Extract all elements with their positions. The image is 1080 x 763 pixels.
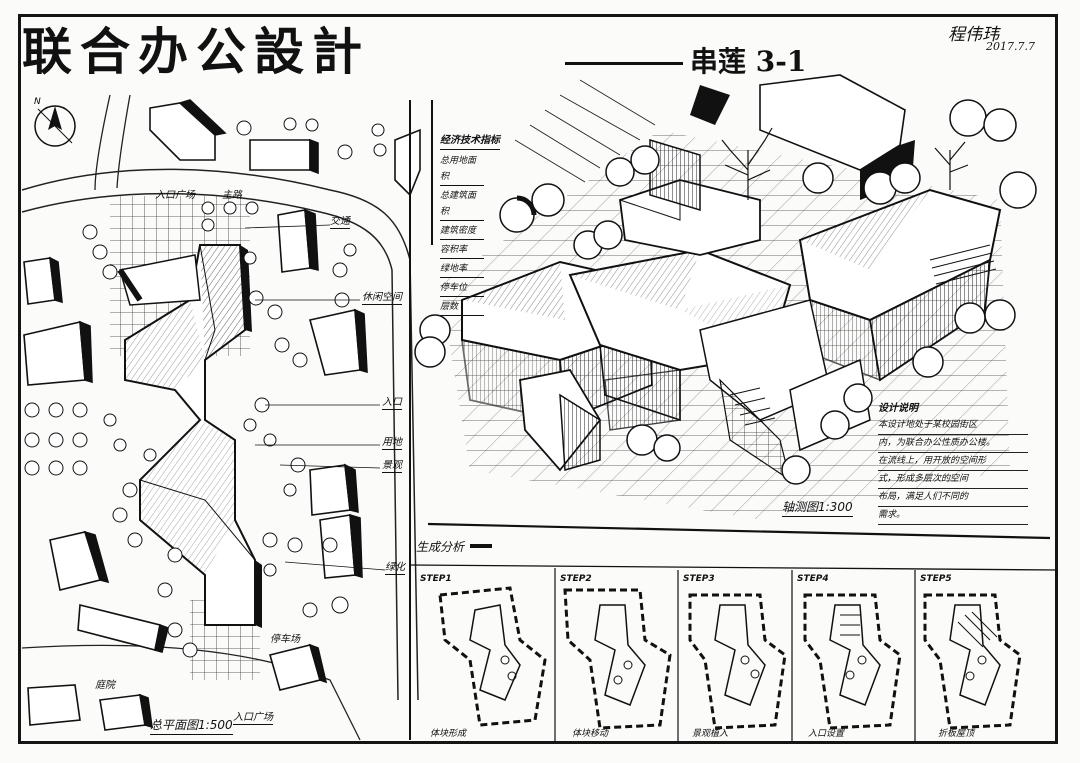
context-buildings <box>23 99 421 731</box>
plan-trees <box>24 117 387 658</box>
label-leisure: 休闲空间 <box>362 288 402 305</box>
label-entrance-bottom: 入口广场 <box>233 708 273 725</box>
design-note-line: 在流线上，用开放的空间形 <box>878 453 1028 471</box>
tech-index-item: 总建筑面积 <box>440 188 484 221</box>
site-plan: N <box>21 94 421 741</box>
step-caption: 体块移动 <box>572 729 609 739</box>
signature: 程伟玮 <box>948 25 999 45</box>
axonometric-drawing <box>414 74 1037 520</box>
label-garden: 庭院 <box>95 680 115 691</box>
tech-index-item: 总用地面积 <box>440 153 484 186</box>
north-arrow-icon <box>34 105 76 147</box>
subtitle-rule <box>565 62 683 65</box>
step-label: STEP4 <box>797 574 829 584</box>
step-label: STEP1 <box>420 574 452 584</box>
tech-index-item: 层数 <box>440 299 484 316</box>
tech-index-item: 停车位 <box>440 280 484 297</box>
board-title: 联合办公設計 <box>22 22 370 81</box>
design-note: 设计说明 本设计地处于某校园街区 内，为联合办公性质办公楼。 在流线上，用开放的… <box>878 400 1028 525</box>
site-plan-caption: 总平面图1:500 <box>150 716 233 735</box>
generation-heading: 生成分析 <box>416 540 465 554</box>
label-land: 用地 <box>382 433 402 450</box>
tech-index: 经济技术指标 总用地面积 总建筑面积 建筑密度 容积率 绿地率 停车位 层数 <box>440 133 500 318</box>
step-label: STEP5 <box>920 574 952 584</box>
signature-date: 2017.7.7 <box>986 40 1035 53</box>
design-note-line: 式，形成多层次的空间 <box>878 471 1028 489</box>
main-building-plan <box>117 244 262 628</box>
step-caption: 折板屋顶 <box>938 729 975 739</box>
step-caption: 景观植入 <box>692 729 729 739</box>
tech-index-heading: 经济技术指标 <box>440 133 500 150</box>
design-note-line: 需求。 <box>878 507 1028 525</box>
axon-caption: 轴测图1:300 <box>782 498 853 517</box>
generation-panel <box>409 522 1059 742</box>
step-caption: 入口设置 <box>808 729 845 739</box>
design-note-heading: 设计说明 <box>878 403 918 414</box>
label-green: 绿化 <box>385 558 405 575</box>
step-label: STEP3 <box>683 574 715 584</box>
label-landscape: 景观 <box>382 456 402 473</box>
site-plan-scale: 1:500 <box>198 718 233 732</box>
design-note-line: 布局，满足人们不同的 <box>878 489 1028 507</box>
axon-bare-trees <box>721 127 969 200</box>
label-main-road: 主路 <box>222 190 242 201</box>
label-entrance-top: 入口广场 <box>155 190 195 201</box>
label-entrance-2: 入口 <box>382 393 402 410</box>
tech-index-item: 绿地率 <box>440 261 484 278</box>
step-caption: 体块形成 <box>430 729 467 739</box>
tech-index-item: 建筑密度 <box>440 223 484 240</box>
label-parking: 停车场 <box>270 634 300 645</box>
north-label: N <box>34 97 41 107</box>
design-note-line: 内，为联合办公性质办公楼。 <box>878 435 1028 453</box>
design-note-line: 本设计地处于某校园街区 <box>878 417 1028 435</box>
sheet-border <box>18 14 1058 744</box>
axon-trees <box>414 99 1037 485</box>
label-traffic: 交通 <box>330 212 350 229</box>
step-label: STEP2 <box>560 574 592 584</box>
board-subtitle: 串莲 3-1 <box>690 45 807 78</box>
tech-index-item: 容积率 <box>440 242 484 259</box>
